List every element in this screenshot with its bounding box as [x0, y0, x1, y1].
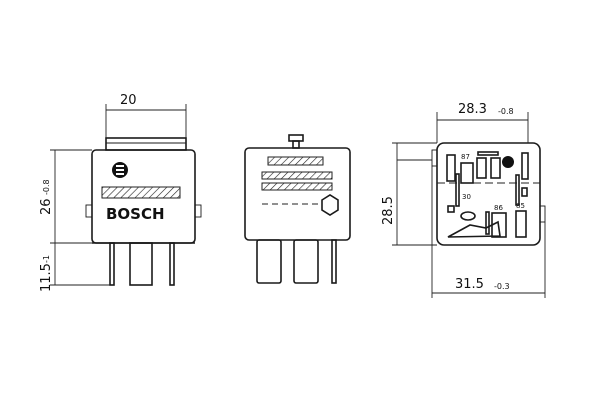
width-dimension: 20	[120, 93, 137, 108]
height-dimension: 28.5	[381, 196, 396, 225]
brand-logo: BOSCH	[106, 205, 165, 223]
pin	[293, 239, 319, 284]
bottom-width-dimension: 31.5	[455, 277, 484, 292]
pin-dimension: 11.5	[39, 263, 54, 292]
side-view	[244, 134, 351, 284]
top-width-tolerance: -0.8	[498, 107, 514, 116]
bosch-armature-logo-icon	[112, 162, 128, 178]
side-clip	[85, 204, 93, 218]
pin	[109, 242, 115, 286]
height-dimension: 26	[39, 198, 54, 215]
pin	[169, 242, 175, 286]
bottom-view: 87 30 86 85 28.3 -0.8 28.5 31.5 -0.3	[381, 102, 546, 298]
side-clip	[194, 204, 202, 218]
pin-tolerance: -1	[42, 255, 51, 263]
terminal-label: 86	[494, 204, 503, 212]
pin	[331, 239, 337, 284]
bottom-width-tolerance: -0.3	[494, 282, 510, 291]
terminal-label: 87	[461, 153, 470, 161]
pin	[129, 242, 153, 286]
terminal-label: 85	[516, 202, 525, 210]
pin	[256, 239, 282, 284]
nut-icon	[321, 194, 339, 216]
height-tolerance: -0.8	[42, 179, 51, 195]
top-width-dimension: 28.3	[458, 102, 487, 117]
relay-base	[436, 142, 541, 246]
relay-top-cap	[105, 137, 187, 151]
terminal-label: 30	[462, 193, 471, 201]
label-hatch	[101, 186, 181, 199]
front-view: BOSCH 20 26 -0.8 11.5 -1	[39, 93, 202, 292]
